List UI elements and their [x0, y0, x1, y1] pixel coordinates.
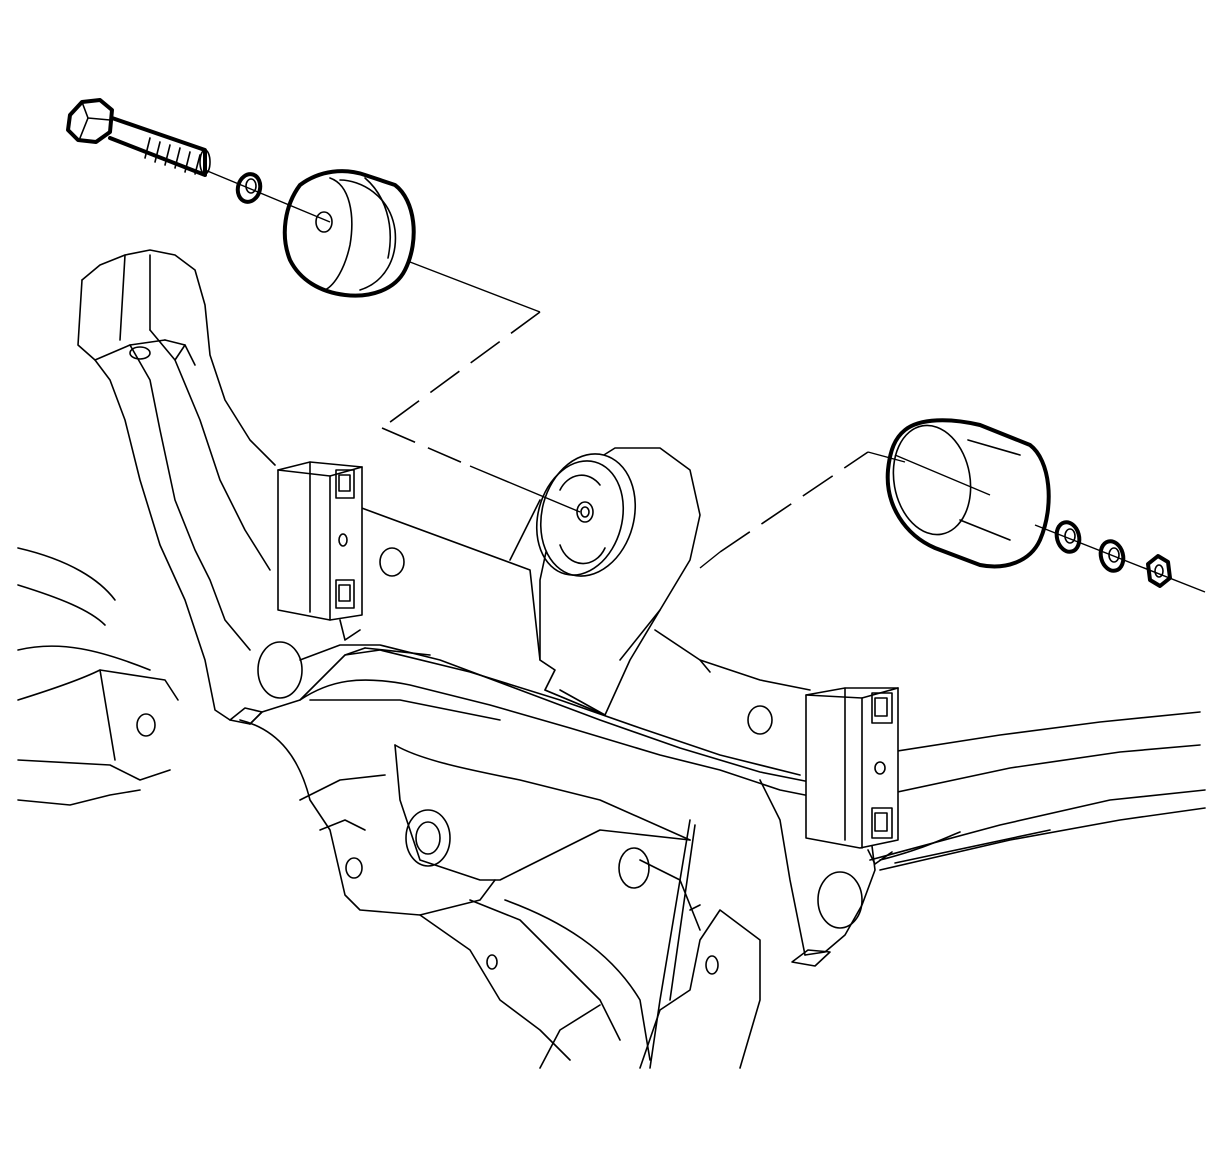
- mount-bushing: [509, 447, 701, 716]
- washer: [235, 172, 263, 204]
- mounting-bracket-right: [805, 687, 899, 865]
- retainer: [1054, 520, 1126, 573]
- mounting-bracket-left: [277, 461, 363, 641]
- vehicle-body-underside: [17, 547, 1206, 1069]
- lower-insulator: [885, 418, 1051, 569]
- hex-bolt: [66, 98, 211, 177]
- upper-insulator: [282, 169, 416, 298]
- nut-axis-line: [1034, 524, 1206, 593]
- exploded-view-center-lines: [381, 261, 906, 569]
- bolt-axis-line: [204, 169, 331, 223]
- insulator-axis-line: [894, 454, 991, 496]
- frame-crossmember: [77, 249, 961, 967]
